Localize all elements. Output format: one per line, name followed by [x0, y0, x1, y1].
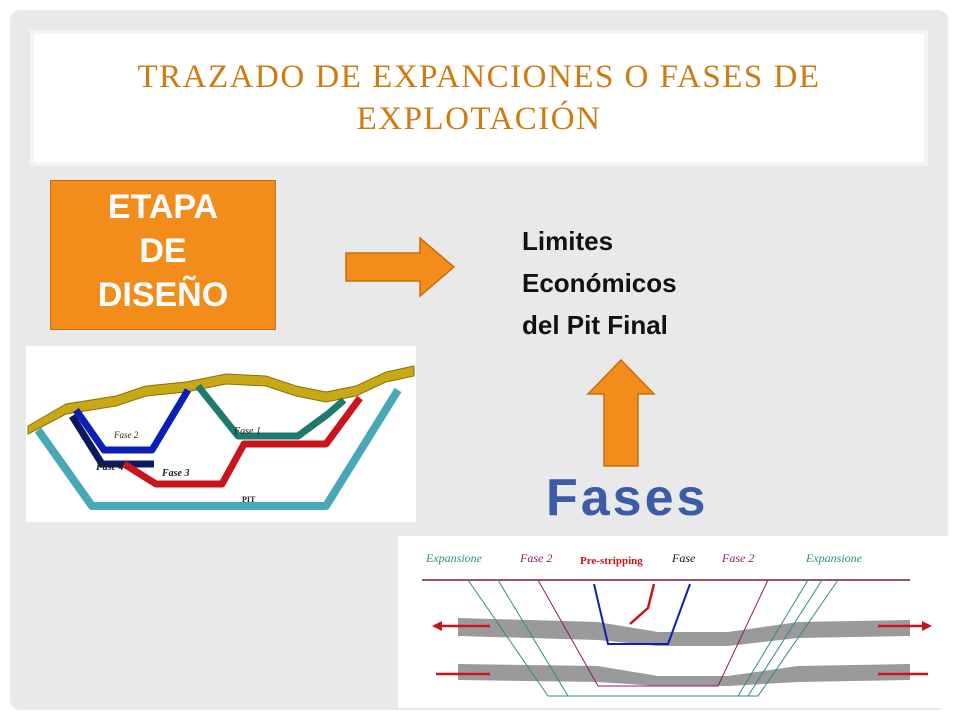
expansion-section-diagram: Expansione Fase 2 Pre-stripping Fase Fas… — [398, 536, 948, 708]
etapa-line-2: DE — [139, 232, 187, 270]
label-fase-2: Fase 2 — [113, 430, 139, 440]
arrow-right-icon — [345, 236, 456, 298]
label-fase-3: Fase 3 — [161, 468, 190, 479]
label-fase-2-right: Fase 2 — [721, 551, 754, 565]
arrow-up-icon — [586, 358, 656, 467]
label-pit: PIT — [242, 495, 256, 504]
etapa-line-1: ETAPA — [107, 188, 219, 226]
limites-economicos-text: Limites Económicos del Pit Final — [522, 220, 677, 346]
pit-diagram-svg: Fase 2 Fase 1 Fase 4 Fase 3 PIT — [27, 365, 415, 510]
slide-title: TRAZADO DE EXPANCIONES O FASES DE EXPLOT… — [137, 59, 821, 137]
label-expansione-right: Expansione — [805, 551, 863, 565]
etapa-diseno-box: ETAPA DE DISEÑO — [50, 180, 276, 330]
limites-line-1: Limites — [522, 226, 614, 256]
label-pre-stripping: Pre-stripping — [580, 555, 643, 567]
label-fase-4: Fase 4 — [95, 462, 124, 473]
slide: TRAZADO DE EXPANCIONES O FASES DE EXPLOT… — [10, 10, 948, 710]
label-expansione-left: Expansione — [425, 551, 483, 565]
limites-line-3: del Pit Final — [522, 310, 668, 340]
section-diagram-svg: Expansione Fase 2 Pre-stripping Fase Fas… — [422, 551, 932, 697]
etapa-line-3: DISEÑO — [97, 276, 229, 314]
label-fase-1: Fase 1 — [233, 426, 261, 437]
title-box: TRAZADO DE EXPANCIONES O FASES DE EXPLOT… — [30, 30, 928, 166]
pit-phases-diagram: Fase 2 Fase 1 Fase 4 Fase 3 PIT — [26, 346, 416, 522]
label-fase: Fase — [671, 551, 696, 565]
limites-line-2: Económicos — [522, 268, 677, 298]
label-fase-2-left: Fase 2 — [519, 551, 552, 565]
fases-label: Fases — [546, 469, 709, 527]
